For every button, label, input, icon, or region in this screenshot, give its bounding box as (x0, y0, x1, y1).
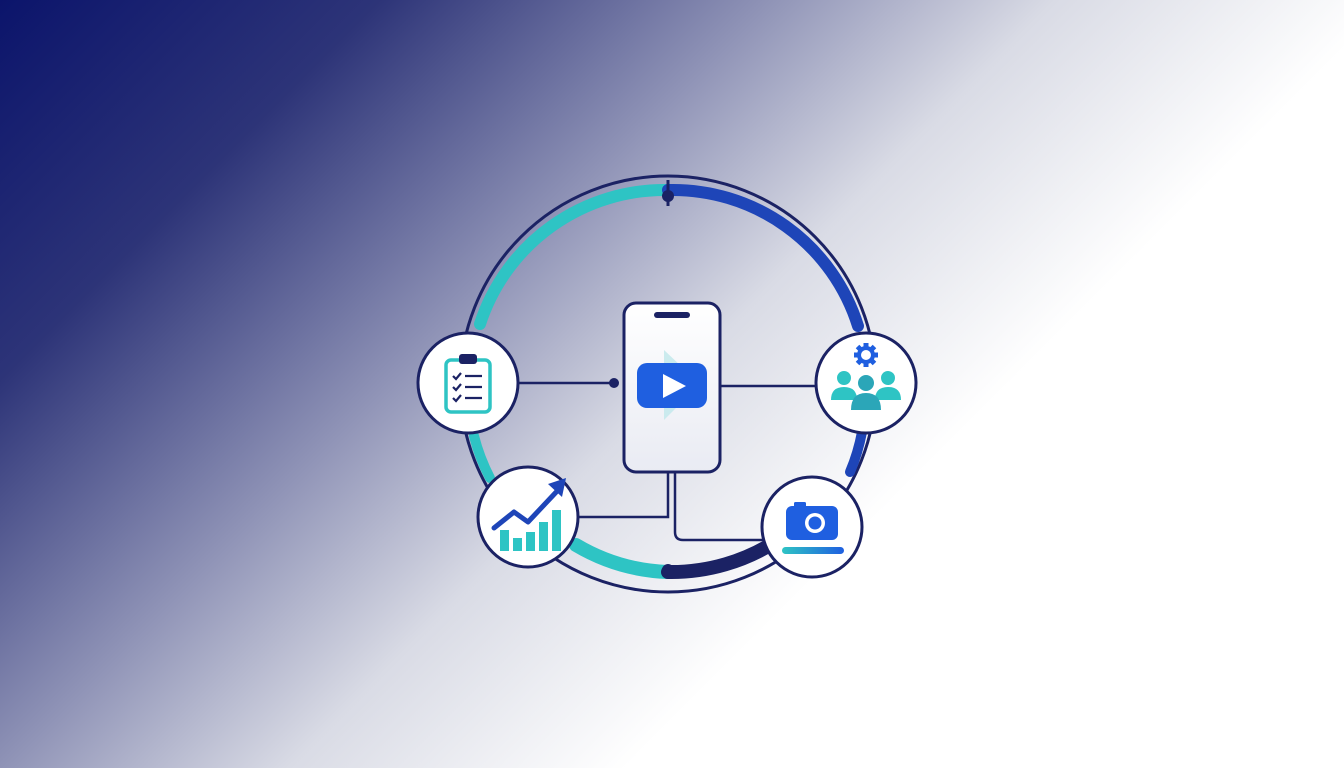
top-marker-dot (662, 190, 674, 202)
connector-camera (673, 472, 764, 542)
node-camera (760, 475, 864, 579)
arc-teal-top-left (474, 183, 674, 330)
connectors (518, 378, 818, 542)
phone-notch (654, 312, 690, 318)
camera-icon (786, 502, 838, 540)
arc-teal-bottom (569, 538, 675, 579)
arc-teal-left (469, 431, 495, 483)
node-team-settings (814, 331, 918, 435)
team-gear-icon (831, 343, 901, 410)
growth-chart-icon (491, 478, 566, 551)
center-phone (622, 301, 722, 474)
camera-progress-bar (782, 547, 844, 554)
clipboard-checklist-icon (444, 354, 492, 414)
connector-growth (578, 472, 670, 519)
bottom-marker-dot (662, 564, 674, 576)
outer-ring (458, 174, 878, 594)
connector-checklist-dot (609, 378, 619, 388)
arc-navy-bottom (661, 533, 785, 580)
node-checklist (416, 331, 520, 435)
node-growth (476, 465, 580, 569)
play-button-icon (637, 363, 707, 408)
arc-blue-top-right (662, 183, 864, 332)
